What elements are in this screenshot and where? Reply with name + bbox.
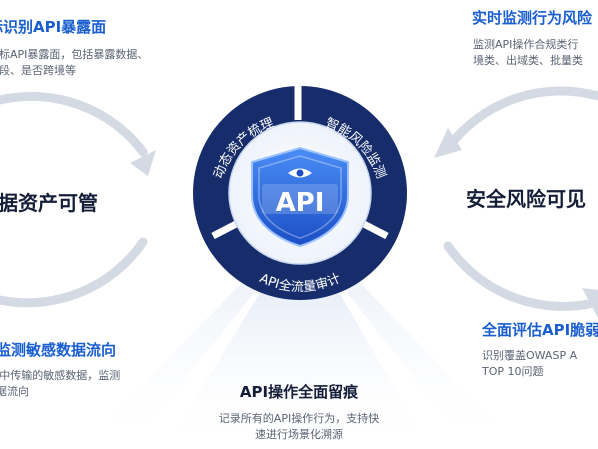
bottom-left-desc-line2: 据流向: [0, 385, 29, 398]
arrow-head-icon: [434, 128, 462, 158]
eye-icon: [288, 168, 312, 178]
cycle-arrow-right-bottom: [443, 241, 598, 311]
hub-segment-label-bottom: API全流量审计: [257, 271, 343, 295]
arrow-head-icon: [582, 288, 598, 318]
top-left-title: 标识别API暴露面: [0, 18, 107, 36]
bottom-center-title: API操作全面留痕: [239, 383, 359, 401]
arrow-head-icon: [130, 150, 156, 176]
bottom-left-title: 监测敏感数据流向: [0, 341, 117, 359]
top-right-title: 实时监测行为风险: [472, 9, 593, 27]
right-pillar-title: 安全风险可见: [466, 187, 586, 211]
bottom-left-desc-line1: I中传输的敏感数据，监测: [0, 369, 121, 382]
cycle-arrow-left-top: [0, 91, 148, 157]
top-right-desc-line2: 境类、出域类、批量类: [473, 54, 583, 67]
top-right-desc-line1: 监测API操作合规类行: [473, 38, 579, 51]
bottom-center-desc-line2: 速进行场景化溯源: [255, 428, 343, 441]
hub-segment-label-left: 动态资产梳理: [211, 116, 276, 181]
hub-segment-label-right: 智能风险监测: [323, 116, 388, 181]
left-pillar-title: 据资产可管: [0, 191, 98, 215]
hub-divider: [211, 219, 240, 240]
bottom-right-desc-line1: 识别覆盖OWASP A: [482, 349, 578, 362]
light-beam-right: [326, 262, 520, 449]
cycle-arrow-right-top: [443, 86, 598, 153]
shield-icon: [251, 146, 349, 248]
bottom-right-title: 全面评估API脆弱性: [482, 321, 598, 339]
top-left-desc-line2: 字段、是否跨境等: [0, 64, 76, 77]
top-left-desc-line1: 目标API暴露面，包括暴露数据、: [0, 48, 149, 61]
light-beam: [165, 268, 430, 449]
hub-inner-outline: [228, 121, 372, 265]
cycle-arrow-left-bottom: [0, 237, 148, 308]
shield-label: API: [276, 188, 325, 218]
bottom-right-desc-line2: TOP 10问题: [482, 365, 544, 378]
bottom-center-desc-line1: 记录所有的API操作行为，支持快: [218, 412, 380, 425]
light-beam-left: [80, 262, 276, 449]
hub-divider: [360, 219, 389, 240]
